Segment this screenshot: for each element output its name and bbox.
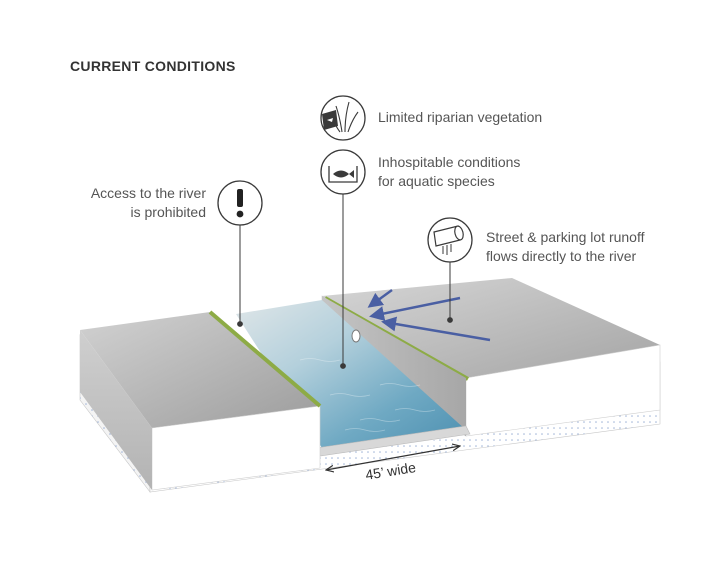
exclamation-icon bbox=[217, 180, 263, 226]
grass-plant-icon bbox=[320, 95, 366, 141]
aquatic-label: Inhospitable conditions for aquatic spec… bbox=[378, 154, 521, 189]
vegetation-strip-left bbox=[208, 310, 322, 408]
left-bank bbox=[80, 310, 322, 491]
vegetation-label: Limited riparian vegetation bbox=[378, 109, 543, 125]
access-label: Access to the river is prohibited bbox=[90, 185, 206, 220]
page-title: CURRENT CONDITIONS bbox=[70, 58, 236, 74]
drain-pipe-icon bbox=[427, 217, 473, 263]
fish-icon bbox=[320, 149, 366, 195]
leader-lines bbox=[237, 194, 453, 369]
runoff-label: Street & parking lot runoff flows direct… bbox=[486, 229, 645, 264]
outfall-pipe-opening bbox=[351, 329, 361, 343]
width-dimension-arrow bbox=[326, 446, 460, 470]
runoff-arrows bbox=[367, 288, 491, 342]
